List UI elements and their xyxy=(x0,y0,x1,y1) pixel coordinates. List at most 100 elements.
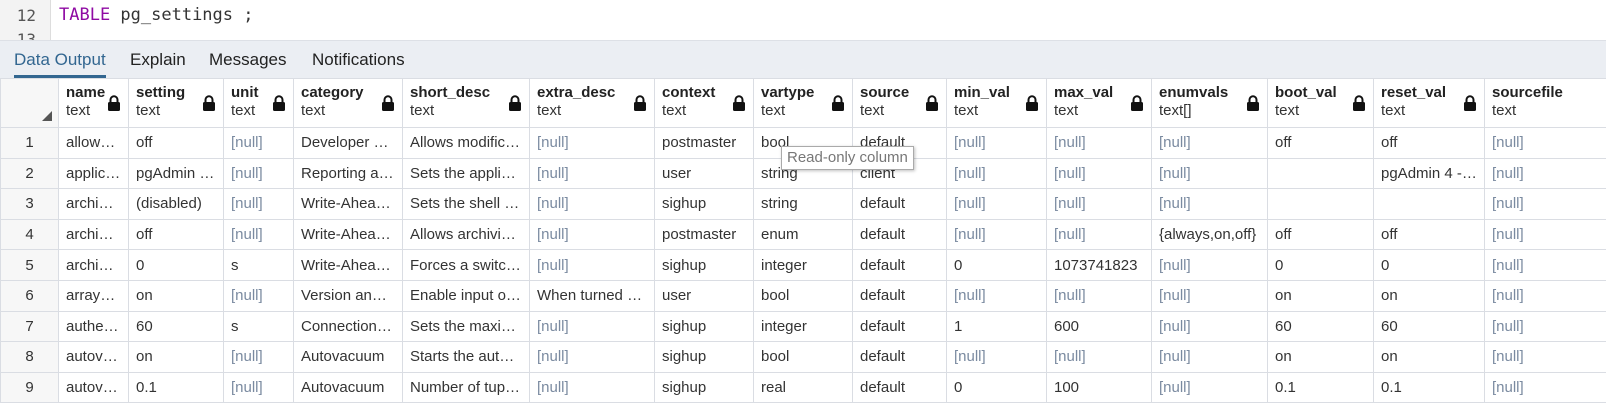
cell-extra-desc[interactable]: When turned o… xyxy=(529,279,655,312)
cell-name[interactable]: autova… xyxy=(58,341,129,373)
row-number[interactable]: 5 xyxy=(0,249,59,281)
cell-min-val[interactable]: [null] xyxy=(946,188,1047,220)
cell-boot-val[interactable]: 0.1 xyxy=(1267,371,1374,404)
query-editor[interactable]: 12 13 TABLE pg_settings ; xyxy=(0,0,1606,40)
cell-unit[interactable]: s xyxy=(223,310,294,343)
select-all-corner[interactable] xyxy=(0,78,59,128)
cell-source[interactable]: default xyxy=(852,371,947,404)
cell-name[interactable]: allow_s… xyxy=(58,127,129,159)
code-line[interactable]: TABLE pg_settings ; xyxy=(59,5,253,25)
cell-context[interactable]: sighup xyxy=(654,188,754,220)
cell-short-desc[interactable]: Allows modifica… xyxy=(402,127,530,159)
cell-sourcefile[interactable]: [null] xyxy=(1484,157,1606,190)
row-number[interactable]: 3 xyxy=(0,188,59,220)
cell-short-desc[interactable]: Enable input of … xyxy=(402,279,530,312)
cell-vartype[interactable]: bool xyxy=(753,341,853,373)
cell-name[interactable]: authen… xyxy=(58,310,129,343)
cell-vartype[interactable]: real xyxy=(753,371,853,404)
cell-min-val[interactable]: 1 xyxy=(946,310,1047,343)
cell-sourcefile[interactable]: [null] xyxy=(1484,310,1606,343)
cell-max-val[interactable]: 600 xyxy=(1046,310,1152,343)
cell-short-desc[interactable]: Sets the applica… xyxy=(402,157,530,190)
cell-extra-desc[interactable]: [null] xyxy=(529,341,655,373)
cell-boot-val[interactable]: on xyxy=(1267,341,1374,373)
cell-context[interactable]: sighup xyxy=(654,341,754,373)
cell-unit[interactable]: [null] xyxy=(223,341,294,373)
cell-category[interactable]: Reporting an… xyxy=(293,157,403,190)
cell-source[interactable]: default xyxy=(852,218,947,251)
cell-short-desc[interactable]: Sets the shell c… xyxy=(402,188,530,220)
cell-extra-desc[interactable]: [null] xyxy=(529,371,655,404)
tab-data-output[interactable]: Data Output xyxy=(14,41,106,78)
cell-min-val[interactable]: [null] xyxy=(946,127,1047,159)
cell-extra-desc[interactable]: [null] xyxy=(529,249,655,281)
cell-min-val[interactable]: 0 xyxy=(946,249,1047,281)
cell-setting[interactable]: on xyxy=(128,279,224,312)
cell-source[interactable]: default xyxy=(852,341,947,373)
cell-context[interactable]: sighup xyxy=(654,371,754,404)
cell-vartype[interactable]: bool xyxy=(753,279,853,312)
cell-unit[interactable]: [null] xyxy=(223,188,294,220)
cell-short-desc[interactable]: Sets the maxim… xyxy=(402,310,530,343)
cell-setting[interactable]: off xyxy=(128,127,224,159)
cell-vartype[interactable]: enum xyxy=(753,218,853,251)
cell-reset-val[interactable]: off xyxy=(1373,127,1485,159)
cell-short-desc[interactable]: Starts the autov… xyxy=(402,341,530,373)
cell-sourcefile[interactable]: [null] xyxy=(1484,341,1606,373)
cell-reset-val[interactable]: pgAdmin 4 - … xyxy=(1373,157,1485,190)
cell-reset-val[interactable]: 60 xyxy=(1373,310,1485,343)
cell-vartype[interactable]: integer xyxy=(753,310,853,343)
cell-enumvals[interactable]: {always,on,off} xyxy=(1151,218,1268,251)
cell-setting[interactable]: 60 xyxy=(128,310,224,343)
cell-min-val[interactable]: [null] xyxy=(946,279,1047,312)
cell-reset-val[interactable]: 0 xyxy=(1373,249,1485,281)
cell-context[interactable]: sighup xyxy=(654,310,754,343)
cell-boot-val[interactable] xyxy=(1267,157,1374,190)
cell-boot-val[interactable] xyxy=(1267,188,1374,220)
cell-boot-val[interactable]: off xyxy=(1267,127,1374,159)
cell-max-val[interactable]: 100 xyxy=(1046,371,1152,404)
cell-name[interactable]: array_n… xyxy=(58,279,129,312)
cell-source[interactable]: default xyxy=(852,249,947,281)
cell-setting[interactable]: pgAdmin 4… xyxy=(128,157,224,190)
cell-sourcefile[interactable]: [null] xyxy=(1484,127,1606,159)
row-number[interactable]: 7 xyxy=(0,310,59,343)
row-number[interactable]: 4 xyxy=(0,218,59,251)
cell-sourcefile[interactable]: [null] xyxy=(1484,279,1606,312)
cell-enumvals[interactable]: [null] xyxy=(1151,310,1268,343)
cell-max-val[interactable]: [null] xyxy=(1046,127,1152,159)
cell-min-val[interactable]: 0 xyxy=(946,371,1047,404)
cell-reset-val[interactable] xyxy=(1373,188,1485,220)
cell-max-val[interactable]: [null] xyxy=(1046,341,1152,373)
cell-extra-desc[interactable]: [null] xyxy=(529,310,655,343)
cell-extra-desc[interactable]: [null] xyxy=(529,218,655,251)
cell-boot-val[interactable]: off xyxy=(1267,218,1374,251)
cell-min-val[interactable]: [null] xyxy=(946,157,1047,190)
cell-reset-val[interactable]: 0.1 xyxy=(1373,371,1485,404)
cell-category[interactable]: Autovacuum xyxy=(293,341,403,373)
cell-enumvals[interactable]: [null] xyxy=(1151,127,1268,159)
cell-min-val[interactable]: [null] xyxy=(946,218,1047,251)
cell-enumvals[interactable]: [null] xyxy=(1151,279,1268,312)
cell-max-val[interactable]: [null] xyxy=(1046,218,1152,251)
cell-enumvals[interactable]: [null] xyxy=(1151,157,1268,190)
cell-unit[interactable]: [null] xyxy=(223,279,294,312)
cell-sourcefile[interactable]: [null] xyxy=(1484,371,1606,404)
cell-short-desc[interactable]: Forces a switch… xyxy=(402,249,530,281)
cell-enumvals[interactable]: [null] xyxy=(1151,249,1268,281)
